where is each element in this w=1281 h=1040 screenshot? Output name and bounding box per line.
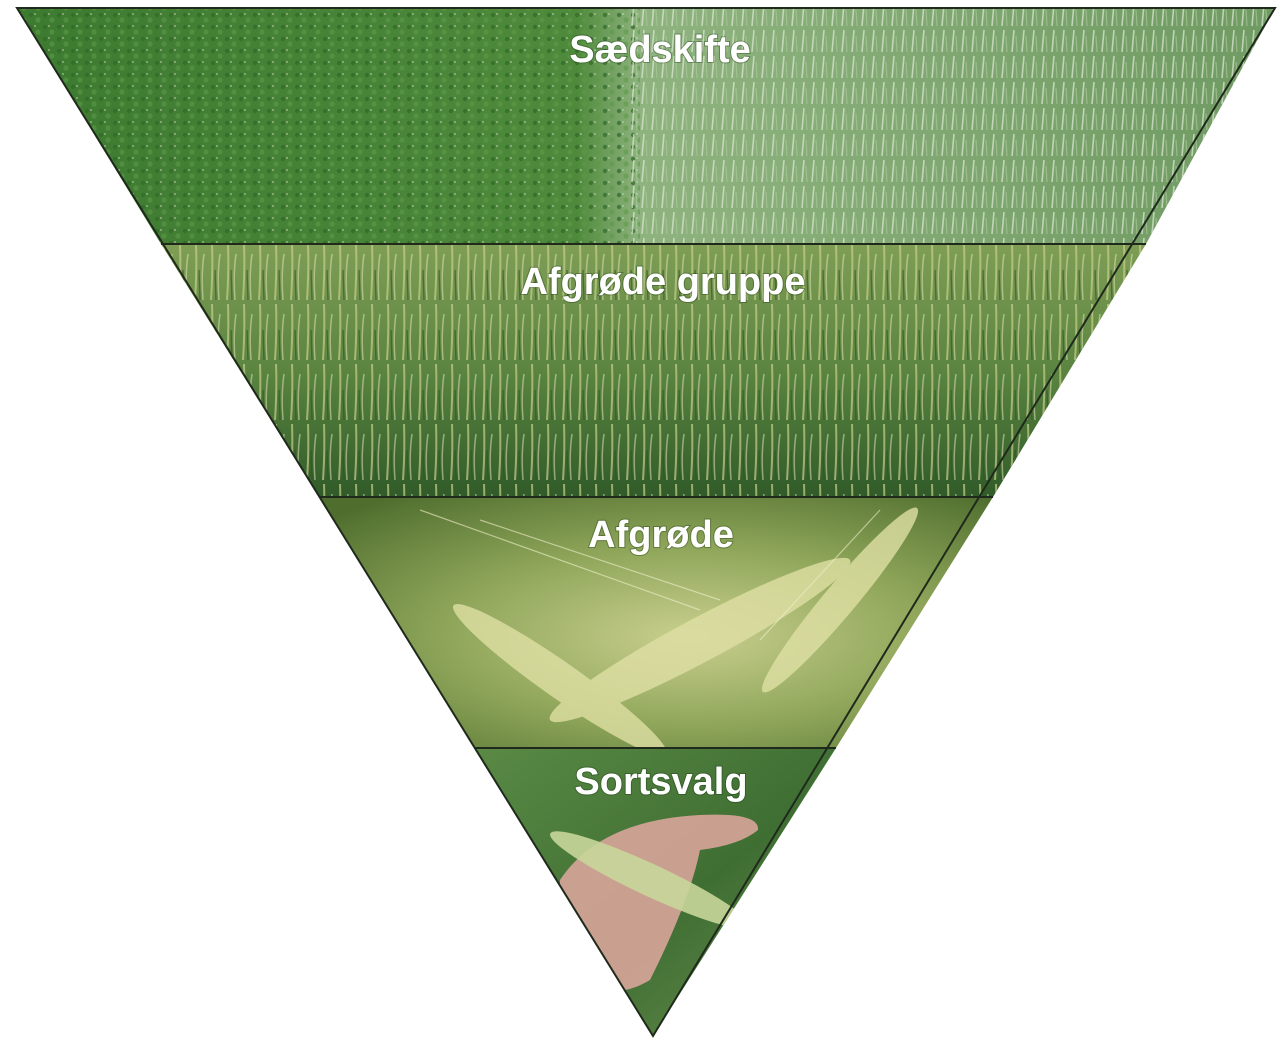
held-wheat-ear	[550, 831, 750, 929]
layer-label-afgrode-gruppe: Afgrøde gruppe	[521, 261, 806, 303]
pyramid-outline	[15, 7, 1277, 1038]
stalk-texture	[161, 244, 1146, 497]
pyramid-border	[15, 7, 1277, 1038]
wheat-ear-shapes	[453, 507, 919, 748]
layer-afgrode-gruppe	[161, 244, 1146, 497]
clover-texture	[17, 8, 640, 244]
layer-label-sortsvalg: Sortsvalg	[574, 761, 747, 803]
layer-label-afgrode: Afgrøde	[588, 514, 734, 556]
wheat-texture	[630, 8, 1275, 244]
layer-saedskifte	[17, 8, 1275, 244]
wheat-awns	[419, 509, 881, 641]
layer-label-saedskifte: Sædskifte	[569, 29, 751, 71]
